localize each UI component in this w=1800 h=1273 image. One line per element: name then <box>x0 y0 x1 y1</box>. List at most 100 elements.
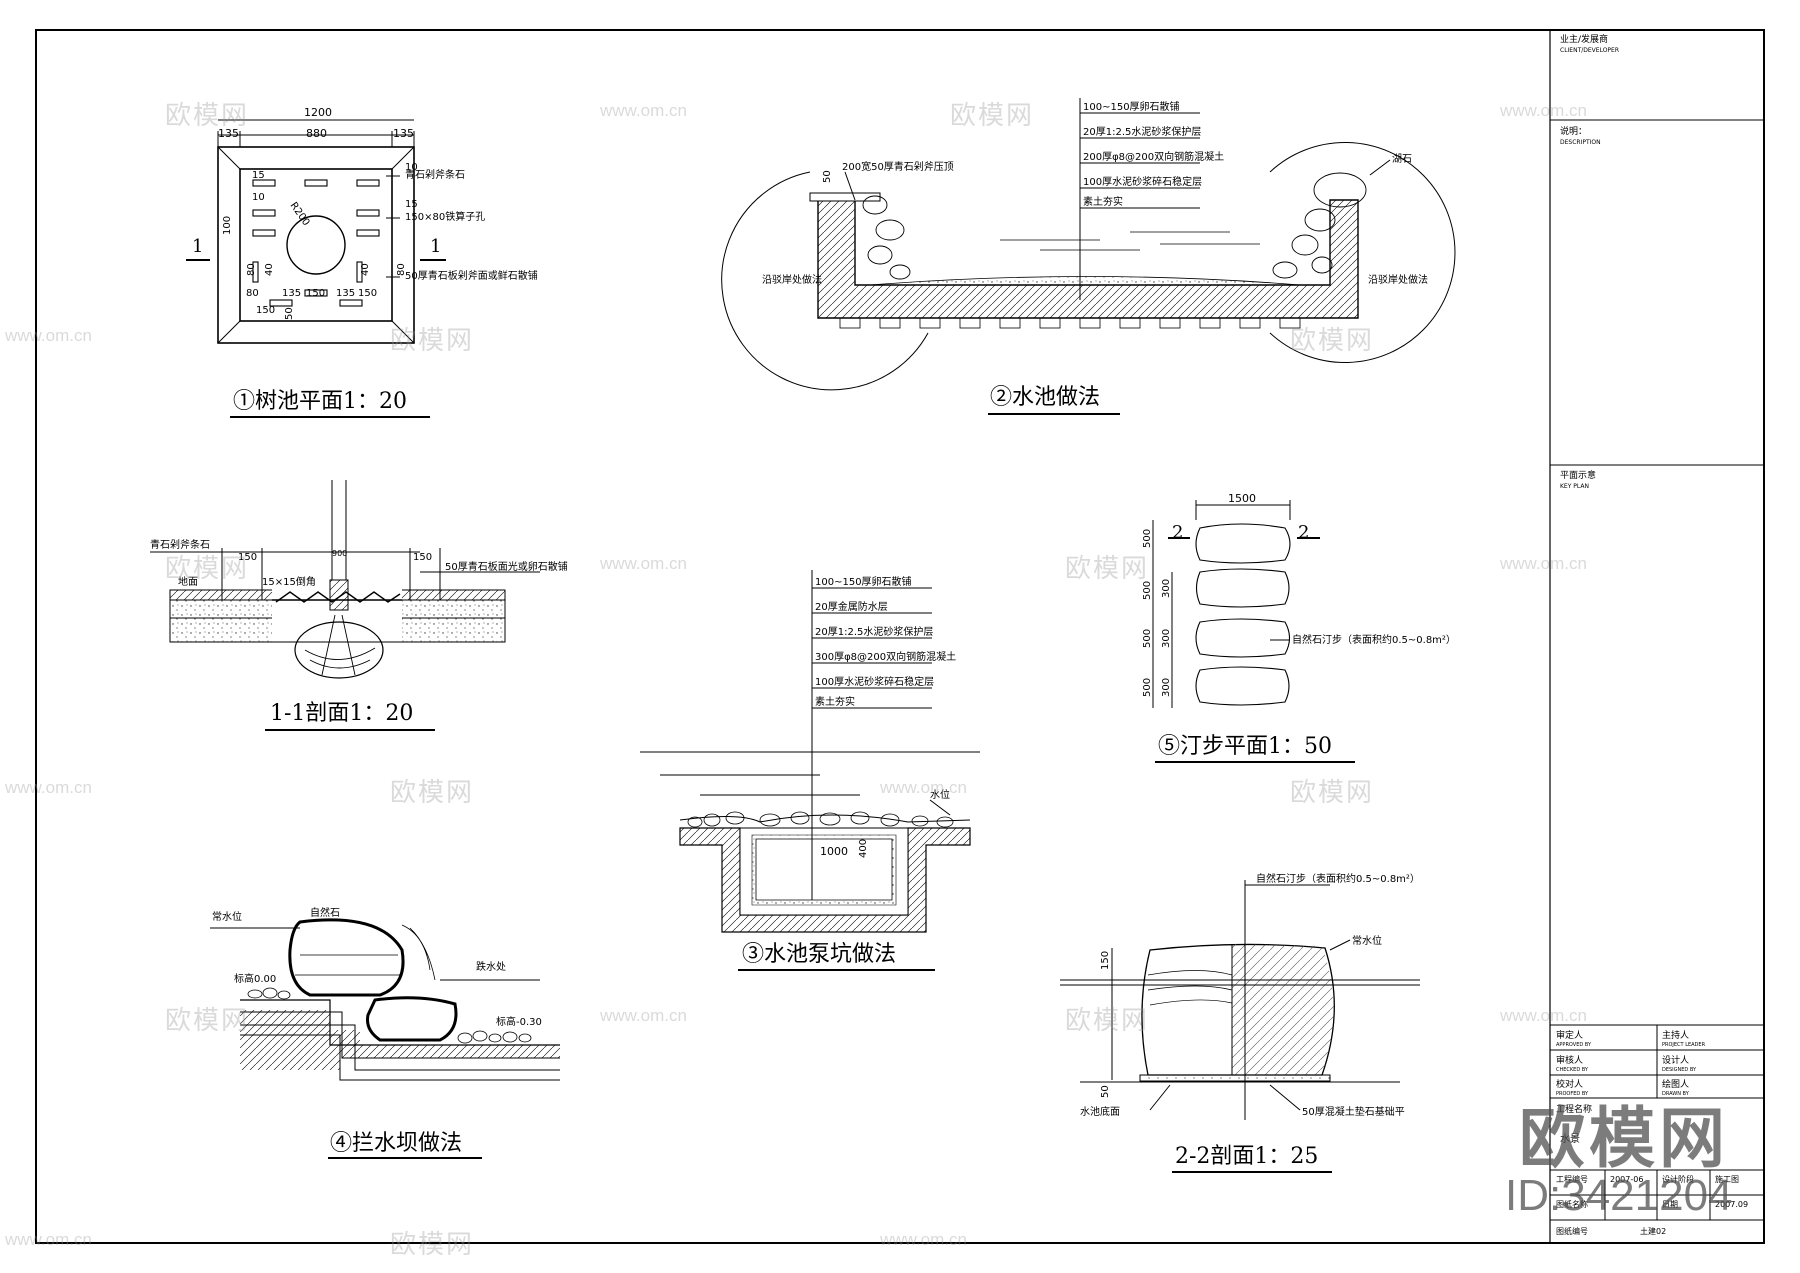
tb-phase-value: 施工图 <box>1715 1174 1739 1184</box>
sec11-label-right: 50厚青石板面光或卵石散铺 <box>445 560 568 573</box>
pool-section <box>721 98 1456 391</box>
tree-pit-dim-o: 150 <box>256 305 275 316</box>
weir-label-stone: 自然石 <box>310 906 340 919</box>
weir-label-level2: 标高-0.30 <box>496 1015 542 1028</box>
step-section-mark-right: 2 <box>1298 522 1309 543</box>
title-stepping: ⑤汀步平面1：50 <box>1158 734 1332 759</box>
step-section-mark-left: 2 <box>1172 522 1183 543</box>
tree-pit-dim-n: 150 <box>358 288 377 299</box>
tb-job-label: 工程编号 <box>1556 1174 1588 1184</box>
tree-pit-dim-d: 15 <box>405 199 418 210</box>
step-note: 自然石汀步（表面积约0.5~0.8m²） <box>1292 633 1456 646</box>
tree-pit-dim-p: 50 <box>284 307 295 320</box>
sec11-dim-l: 150 <box>238 552 257 563</box>
pump-pit-section <box>640 570 980 933</box>
sec11-label-ground: 地面 <box>178 575 198 588</box>
pump-note-3: 20厚1:2.5水泥砂浆保护层 <box>815 625 933 638</box>
step-dim-4: 500 <box>1142 629 1153 648</box>
pump-note-4: 300厚φ8@200双向钢筋混凝土 <box>815 650 956 663</box>
pool-note-3: 200厚φ8@200双向钢筋混凝土 <box>1083 150 1224 163</box>
tree-pit-dim-right: 135 <box>393 127 414 140</box>
tree-pit-dim-total: 1200 <box>304 106 332 119</box>
title-tree-pit: ①树池平面1：20 <box>233 389 407 414</box>
tb-phase-label: 设计阶段 <box>1662 1174 1694 1184</box>
sec11-label-grate: 15×15倒角 <box>262 576 316 588</box>
tb-sheetname-label: 图纸名称 <box>1556 1199 1588 1209</box>
title-section-2-2: 2-2剖面1：25 <box>1175 1144 1318 1169</box>
tb-proj-label: 工程名称 <box>1556 1103 1592 1115</box>
sec22-note-top: 自然石汀步（表面积约0.5~0.8m²） <box>1256 872 1420 885</box>
tb-owner: 业主/发展商 <box>1560 33 1608 45</box>
pool-left-note: 200宽50厚青石剁斧压顶 <box>842 160 954 173</box>
pool-dim: 50 <box>822 170 833 183</box>
sec22-label-base: 50厚混凝土垫石基础平 <box>1302 1105 1405 1118</box>
tb-drawingno-label: 图纸编号 <box>1556 1226 1588 1236</box>
tb-row1-b: 主持人 <box>1662 1029 1689 1041</box>
tb-drawingno-value: 土建02 <box>1640 1226 1666 1236</box>
tree-pit-dim-f: 80 <box>246 263 257 276</box>
tb-row2-a-en: CHECKED BY <box>1556 1067 1589 1073</box>
tb-row3-a-en: PROOFED BY <box>1556 1091 1589 1097</box>
pool-left-label: 沿驳岸处做法 <box>762 273 822 286</box>
tb-row3-a: 校对人 <box>1556 1078 1583 1090</box>
pool-note-4: 100厚水泥砂浆碎石稳定层 <box>1083 175 1202 188</box>
pump-note-5: 100厚水泥砂浆碎石稳定层 <box>815 675 934 688</box>
sec22-label-water: 常水位 <box>1352 934 1382 947</box>
pump-note-2: 20厚金属防水层 <box>815 600 888 613</box>
tree-pit-dim-l: 150 <box>306 288 325 299</box>
step-dim-3: 300 <box>1161 579 1172 598</box>
step-dim-1: 500 <box>1142 529 1153 548</box>
tree-pit-note-1: 青石剁斧条石 <box>405 168 465 181</box>
title-weir: ④拦水坝做法 <box>330 1131 462 1156</box>
step-dim-6: 500 <box>1142 678 1153 697</box>
pool-note-2: 20厚1:2.5水泥砂浆保护层 <box>1083 125 1201 138</box>
tree-pit-dim-g: 40 <box>264 263 275 276</box>
sheet-border <box>35 29 1765 1244</box>
tb-row1-a: 审定人 <box>1556 1029 1583 1041</box>
stepping-plan <box>1152 500 1320 708</box>
sec11-dim-tree: 900 <box>332 549 347 558</box>
title-block <box>1550 119 1764 1221</box>
sec11-dim-r: 150 <box>413 552 432 563</box>
tb-row2-b-en: DESIGNED BY <box>1662 1067 1697 1073</box>
tb-date-value: 2007.09 <box>1715 1200 1748 1209</box>
step-dim-7: 300 <box>1161 678 1172 697</box>
tb-row3-b-en: DRAWN BY <box>1662 1091 1690 1097</box>
tb-keyplan: 平面示意 <box>1560 469 1596 481</box>
tb-row1-b-en: PROJECT LEADER <box>1662 1042 1706 1048</box>
pump-note-6: 素土夯实 <box>815 695 855 708</box>
pool-rock-label: 湖石 <box>1392 153 1412 165</box>
pump-note-1: 100~150厚卵石散铺 <box>815 575 912 588</box>
tb-notes-en: DESCRIPTION <box>1560 139 1601 146</box>
tb-proj-value: 水景 <box>1560 1133 1580 1145</box>
tb-row1-a-en: APPROVED BY <box>1556 1042 1592 1048</box>
tb-date-label: 日期 <box>1662 1200 1678 1209</box>
sec22-dim-top: 150 <box>1100 951 1111 970</box>
tb-row2-a: 审核人 <box>1556 1054 1583 1066</box>
weir-label-water: 常水位 <box>212 910 242 923</box>
weir-section <box>210 918 560 1081</box>
pool-note-1: 100~150厚卵石散铺 <box>1083 100 1180 113</box>
tree-pit-dim-mid: 880 <box>306 127 327 140</box>
section-mark-left: 1 <box>192 236 203 257</box>
pump-dim-h: 400 <box>858 839 869 858</box>
tree-pit-dim-c: 10 <box>405 162 418 173</box>
section-mark-right: 1 <box>430 236 441 257</box>
tb-row3-b: 绘图人 <box>1662 1078 1689 1090</box>
tree-pit-dim-a: 15 <box>252 170 265 181</box>
tb-owner-en: CLIENT/DEVELOPER <box>1560 47 1619 54</box>
tb-row2-b: 设计人 <box>1662 1054 1689 1066</box>
pool-right-label: 沿驳岸处做法 <box>1368 273 1428 286</box>
tree-pit-dim-h: 40 <box>360 263 371 276</box>
tree-pit-plan <box>186 119 446 344</box>
title-section-1-1: 1-1剖面1：20 <box>270 701 413 726</box>
tb-job-value: 2007-06 <box>1610 1175 1643 1184</box>
pump-label-water: 水位 <box>930 788 950 801</box>
tree-pit-radius: R200 <box>288 200 312 228</box>
step-dim-2: 500 <box>1142 581 1153 600</box>
tb-notes: 说明： <box>1560 125 1587 137</box>
tree-pit-dim-m: 135 <box>336 288 355 299</box>
sec22-dim-bottom: 50 <box>1100 1085 1111 1098</box>
sec11-label-top: 青石剁斧条石 <box>150 538 210 551</box>
